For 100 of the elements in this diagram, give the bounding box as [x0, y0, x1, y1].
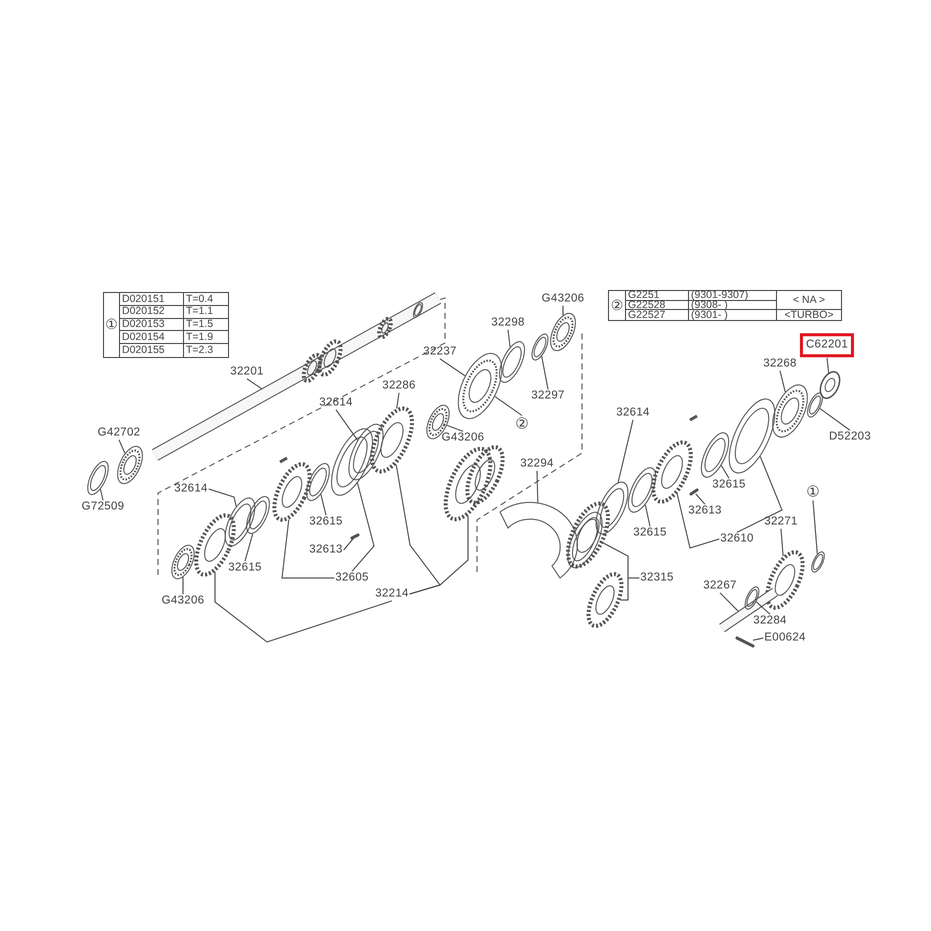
- table-cell: (9301-9307): [691, 290, 748, 301]
- part-number: 32237: [423, 346, 457, 358]
- part-number: 32615: [309, 516, 343, 528]
- part-number: 32614: [616, 407, 650, 419]
- part-number: C62201: [800, 333, 854, 357]
- part-number: 32315: [640, 572, 674, 584]
- ring: [596, 482, 628, 534]
- part-number: 32267: [703, 580, 737, 592]
- leader-line: [182, 576, 184, 595]
- pin: [350, 534, 360, 540]
- ring: [87, 460, 109, 496]
- leader-line: [343, 538, 354, 550]
- table-cell: G22527: [628, 310, 666, 320]
- part-number: 32615: [633, 527, 667, 539]
- leader-line: [118, 439, 126, 454]
- ring: [532, 334, 548, 360]
- bearing: [550, 312, 576, 352]
- part-number: 32610: [720, 533, 754, 545]
- leader-line: [826, 357, 830, 374]
- part-number: 32613: [309, 544, 343, 556]
- part-number: 32284: [753, 615, 787, 627]
- bearing: [772, 384, 808, 438]
- leader-line: [352, 482, 375, 572]
- part-number: G72509: [82, 501, 124, 513]
- part-number: 32615: [228, 562, 262, 574]
- leader-line: [620, 578, 640, 600]
- part-number: G42702: [98, 427, 140, 439]
- ring: [628, 467, 656, 513]
- leader-line: [536, 470, 538, 503]
- gear: [586, 572, 624, 628]
- part-number: G43206: [442, 432, 484, 444]
- part-number: 32613: [688, 505, 722, 517]
- bearing: [117, 446, 143, 484]
- part-number: D52203: [828, 431, 872, 443]
- bearing: [171, 544, 195, 580]
- leader-line: [246, 378, 262, 390]
- leader-line: [336, 409, 358, 441]
- gear: [765, 550, 805, 610]
- table-cell: D020155: [122, 345, 165, 356]
- pin: [690, 488, 698, 496]
- table-cell: T=1.9: [186, 332, 214, 343]
- leader-line: [644, 504, 650, 527]
- ring: [499, 341, 525, 383]
- gear: [444, 446, 492, 522]
- ring: [331, 428, 373, 496]
- ring: [306, 463, 330, 501]
- ring: [348, 424, 384, 480]
- leader-line: [819, 408, 850, 431]
- gear: [370, 406, 414, 474]
- leader-line: [214, 572, 392, 643]
- reference-number: ②: [610, 298, 624, 312]
- part-number: 32614: [319, 397, 353, 409]
- leader-line: [752, 638, 764, 641]
- nut: [820, 371, 840, 399]
- gear: [651, 440, 693, 504]
- reference-number: ①: [806, 484, 820, 500]
- table-cell: D020151: [122, 294, 165, 304]
- part-number: 32294: [520, 458, 554, 470]
- part-number: 32614: [174, 483, 208, 495]
- leader-line: [541, 356, 548, 390]
- leader-line: [508, 329, 511, 348]
- ring: [811, 551, 825, 573]
- part-number: 32214: [375, 588, 409, 600]
- table-cell: D020153: [122, 319, 165, 330]
- part-number: 32201: [230, 366, 264, 378]
- part-number: 32271: [764, 516, 798, 528]
- table-cell: D020152: [122, 306, 165, 317]
- leader-line: [320, 494, 326, 516]
- table-cell: G2251: [628, 290, 660, 301]
- table-cell: (9301- ): [691, 310, 728, 320]
- leader-line: [396, 464, 441, 594]
- leader-line: [720, 465, 730, 479]
- reference-number: ①: [105, 318, 118, 332]
- ring: [700, 432, 730, 478]
- table-cell: G22528: [628, 300, 666, 310]
- ring: [728, 398, 776, 474]
- leader-line: [208, 488, 237, 507]
- leader-line: [676, 494, 720, 549]
- leader-line: [812, 500, 818, 554]
- table-cell: T=1.5: [186, 319, 214, 330]
- leader-line: [695, 494, 706, 505]
- leader-line: [396, 392, 400, 409]
- table-cell: T=0.4: [186, 294, 214, 304]
- leader-line: [780, 528, 784, 557]
- part-number: E00624: [764, 632, 806, 644]
- part-number: 32286: [382, 380, 416, 392]
- leader-line: [281, 519, 335, 578]
- ring: [224, 498, 256, 546]
- part-number: 32615: [712, 479, 746, 491]
- leader-line: [562, 305, 564, 316]
- leader-line: [736, 456, 783, 533]
- table-cell: < NA >: [792, 294, 826, 306]
- ring: [246, 496, 270, 534]
- ring: [807, 392, 823, 418]
- part-number: 32298: [491, 317, 525, 329]
- leader-line: [720, 592, 738, 612]
- table-cell: <TURBO>: [784, 310, 834, 320]
- table-cell: T=1.1: [186, 306, 214, 317]
- part-number: G43206: [162, 595, 204, 607]
- shim: [500, 502, 578, 578]
